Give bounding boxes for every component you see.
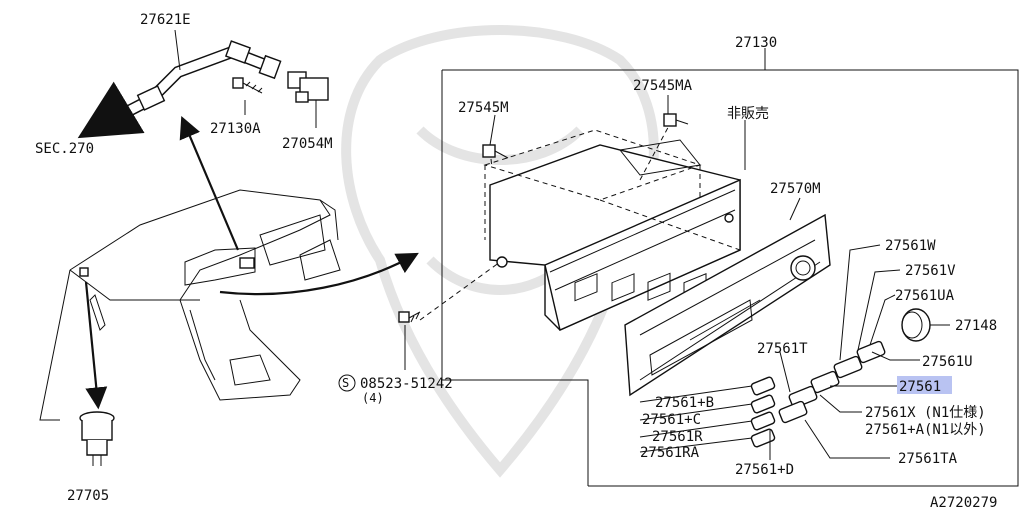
label-27130A: 27130A (210, 121, 261, 137)
label-sec-270: SEC.270 (35, 141, 94, 157)
assembly-frame (441, 69, 1019, 487)
label-27561W: 27561W (885, 238, 936, 254)
label-screw-qty: (4) (362, 391, 384, 405)
label-27561: 27561 (899, 379, 941, 395)
screw-projection (419, 261, 501, 321)
screw-08523-51242 (338, 311, 421, 392)
sensor-27705 (79, 411, 115, 466)
label-08523-51242: 08523-51242 (360, 376, 453, 392)
dashboard-sketch (39, 189, 341, 421)
screw-27130A (232, 77, 263, 115)
label-27561T: 27561T (757, 341, 808, 357)
label-27705: 27705 (67, 488, 109, 504)
knob-27148 (901, 308, 950, 342)
label-27054M: 27054M (282, 136, 333, 152)
screw-27545M (482, 114, 509, 159)
label-27561C: 27561+C (642, 412, 701, 428)
label-27561TA: 27561TA (898, 451, 958, 467)
diagram-id: A2720279 (930, 495, 997, 511)
label-27561D: 27561+D (735, 462, 794, 478)
arrow-to-sensor (84, 281, 108, 410)
sec-arrow (77, 81, 145, 139)
label-27561R: 27561R (652, 429, 703, 445)
control-unit-body (489, 139, 741, 331)
label-27545MA: 27545MA (633, 78, 693, 94)
buttons-group (750, 340, 886, 448)
arrow-to-hose (179, 115, 240, 251)
label-27148: 27148 (955, 318, 997, 334)
finisher-panel-27570M (624, 197, 831, 397)
s-symbol: S (342, 376, 349, 390)
label-27545M: 27545M (458, 100, 509, 116)
connector-27054M (287, 71, 329, 128)
label-27561B: 27561+B (655, 395, 714, 411)
leader-lines (639, 244, 920, 460)
label-27570M: 27570M (770, 181, 821, 197)
label-27130: 27130 (735, 35, 777, 51)
arrow-to-control-unit (219, 252, 419, 296)
label-27561U: 27561U (922, 354, 973, 370)
hose-assembly (102, 29, 282, 126)
label-not-for-sale: 非販売 (727, 106, 769, 122)
screw-27545MA (663, 95, 689, 127)
label-27561V: 27561V (905, 263, 956, 279)
label-27561RA: 27561RA (640, 445, 700, 461)
label-27561A: 27561+A(N1以外) (865, 422, 986, 438)
label-27561X: 27561X (N1仕様) (865, 405, 986, 421)
label-27561UA: 27561UA (895, 288, 955, 304)
projection-lines (483, 129, 702, 240)
label-27621E: 27621E (140, 12, 191, 28)
highlight-27561 (897, 376, 952, 394)
